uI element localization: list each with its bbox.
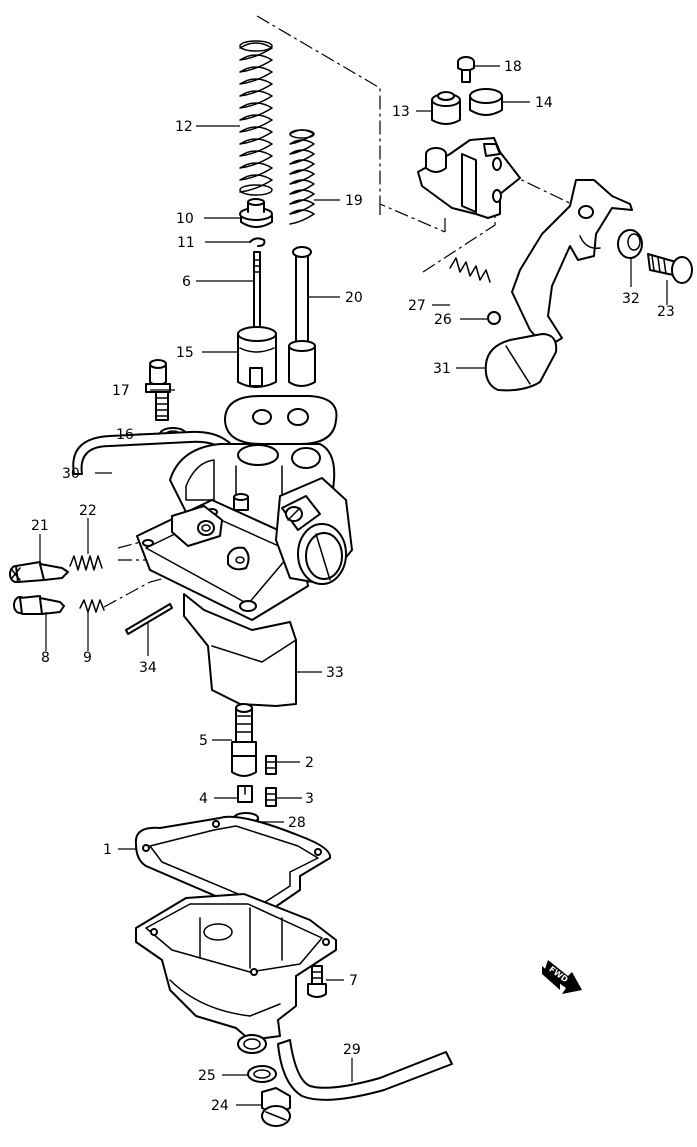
part-23-screw <box>647 253 693 284</box>
callout-label-33: 33 <box>326 665 344 681</box>
part-12-spring <box>239 40 273 196</box>
callout-label-17: 17 <box>112 383 130 399</box>
callout-label-7: 7 <box>349 973 358 989</box>
part-22-spring <box>69 555 103 571</box>
callout-label-29: 29 <box>343 1042 361 1058</box>
part-10-spring-seat <box>239 198 273 228</box>
part-11-clip <box>249 237 266 247</box>
part-34-pin <box>125 603 173 635</box>
callout-label-19: 19 <box>345 193 363 209</box>
float-bowl <box>135 893 337 1054</box>
part-29-drain-hose <box>277 1039 453 1101</box>
callout-label-13: 13 <box>392 104 410 120</box>
callout-label-32: 32 <box>622 291 640 307</box>
callout-label-24: 24 <box>211 1098 229 1114</box>
lever-bracket <box>417 137 521 219</box>
callout-label-9: 9 <box>83 650 92 666</box>
callout-label-23: 23 <box>657 304 675 320</box>
part-8-screw <box>13 595 65 615</box>
part-5-jet-holder <box>231 703 257 777</box>
part-26-ball <box>487 311 501 325</box>
callout-label-26: 26 <box>434 312 452 328</box>
part-25-washer <box>247 1065 277 1083</box>
callout-label-30: 30 <box>62 466 80 482</box>
part-19-spring <box>289 129 315 225</box>
part-31-choke-lever <box>484 179 633 392</box>
callout-label-8: 8 <box>41 650 50 666</box>
callout-leaders <box>39 65 668 1106</box>
fwd-arrow-icon: FWD <box>542 960 582 994</box>
part-2-jet <box>265 755 277 775</box>
part-14-cap <box>469 88 503 116</box>
part-15-throttle-valve <box>237 326 277 388</box>
part-24-drain-screw <box>261 1087 291 1127</box>
part-7-screw <box>307 965 327 998</box>
part-32-spacer <box>617 229 643 259</box>
callout-label-4: 4 <box>199 791 208 807</box>
callout-label-16: 16 <box>116 427 134 443</box>
part-9-spring <box>79 599 105 613</box>
carburetor-body <box>136 395 353 707</box>
callout-label-21: 21 <box>31 518 49 534</box>
callout-label-14: 14 <box>535 95 553 111</box>
part-18-screw <box>457 56 475 83</box>
callout-label-25: 25 <box>198 1068 216 1084</box>
callout-label-28: 28 <box>288 815 306 831</box>
part-3-jet <box>265 787 277 807</box>
callout-label-31: 31 <box>433 361 451 377</box>
callout-label-2: 2 <box>305 755 314 771</box>
part-13-cap <box>431 91 461 125</box>
callout-label-1: 1 <box>103 842 112 858</box>
callout-label-12: 12 <box>175 119 193 135</box>
callout-label-18: 18 <box>504 59 522 75</box>
callout-label-11: 11 <box>177 235 195 251</box>
callout-label-6: 6 <box>182 274 191 290</box>
callout-label-22: 22 <box>79 503 97 519</box>
part-21-screw <box>9 561 69 583</box>
part-20-starter-plunger <box>288 246 316 387</box>
part-4-main-jet <box>237 785 253 803</box>
callout-numbers: 1 2 3 4 5 6 7 8 9 10 11 12 13 14 15 16 1… <box>31 59 675 1114</box>
callout-label-20: 20 <box>345 290 363 306</box>
callout-label-34: 34 <box>139 660 157 676</box>
part-27-spring <box>449 257 491 283</box>
callout-label-27: 27 <box>408 298 426 314</box>
callout-label-10: 10 <box>176 211 194 227</box>
callout-label-3: 3 <box>305 791 314 807</box>
callout-label-15: 15 <box>176 345 194 361</box>
callout-label-5: 5 <box>199 733 208 749</box>
part-1-gasket <box>134 815 332 917</box>
